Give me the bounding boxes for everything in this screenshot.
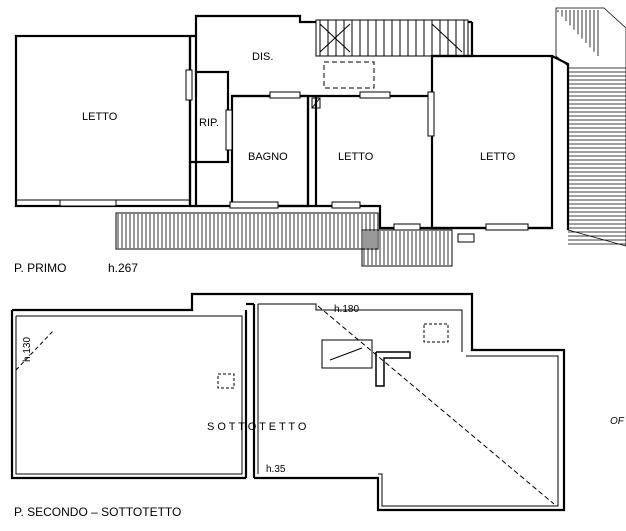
- attic-inner: [15, 303, 559, 507]
- attic-column: [375, 351, 411, 387]
- room-label-dis: DIS.: [252, 51, 273, 63]
- second-floor-plan: [10, 292, 566, 512]
- first-floor-plan: [14, 7, 626, 267]
- windows: [59, 69, 529, 231]
- floor1-height: h.267: [108, 261, 138, 275]
- room-label-letto-mid: LETTO: [338, 151, 374, 163]
- terrace-hatch: [115, 212, 453, 267]
- attic-skylight-left: [217, 373, 235, 389]
- room-label-letto-left: LETTO: [82, 111, 118, 123]
- attic-hatch: [321, 339, 373, 369]
- edge-label: OF: [610, 416, 625, 427]
- attic-height-bottom: h.35: [266, 464, 286, 475]
- attic-walls: [10, 292, 566, 512]
- step: [457, 233, 475, 243]
- skylight: [323, 61, 375, 89]
- attic-height-left: h.130: [22, 337, 33, 362]
- floor1-caption: P. PRIMO: [14, 261, 66, 275]
- room-label-letto-right: LETTO: [480, 151, 516, 163]
- room-label-rip: RIP.: [199, 117, 219, 129]
- flue: [311, 97, 321, 109]
- staircase: [315, 19, 469, 57]
- walls: [14, 14, 570, 230]
- attic-room-label: S O T T O T E T T O: [207, 421, 307, 433]
- floor2-caption: P. SECONDO – SOTTOTETTO: [14, 505, 181, 519]
- roof-hatch: [555, 7, 626, 247]
- attic-skylight-right: [423, 323, 449, 343]
- room-label-bagno: BAGNO: [248, 151, 288, 163]
- attic-height-top: h.180: [334, 304, 359, 315]
